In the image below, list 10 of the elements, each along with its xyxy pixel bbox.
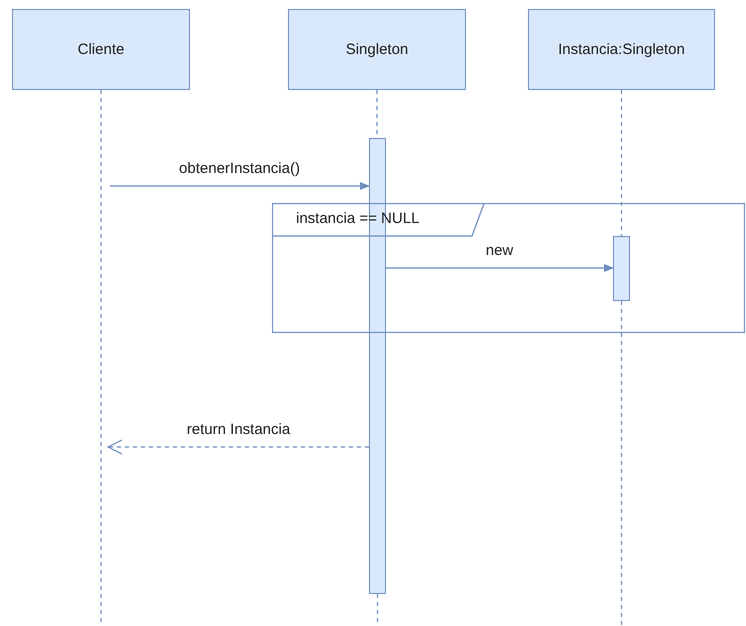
message-arrow bbox=[107, 439, 369, 455]
lifeline bbox=[620, 90, 622, 236]
lifeline-header: Instancia:Singleton bbox=[528, 9, 715, 90]
combined-fragment bbox=[272, 203, 745, 333]
lifeline-header: Singleton bbox=[288, 9, 466, 90]
message-arrow bbox=[386, 264, 614, 272]
lifeline-header: Cliente bbox=[12, 9, 190, 90]
message-label: obtenerInstancia() bbox=[177, 160, 302, 177]
activation-bar bbox=[613, 236, 630, 301]
message-arrow bbox=[110, 182, 370, 190]
